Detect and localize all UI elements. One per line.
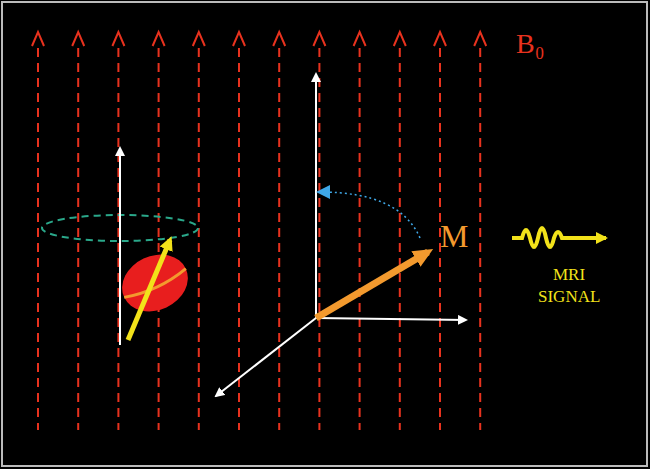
field-line xyxy=(318,48,320,430)
field-line xyxy=(359,48,361,430)
spin-axis xyxy=(119,148,121,345)
field-arrowhead xyxy=(474,32,486,46)
field-line xyxy=(117,48,119,430)
signal-label: MRI SIGNAL xyxy=(538,264,600,308)
field-line xyxy=(198,48,200,430)
field-arrowhead xyxy=(32,32,44,46)
field-arrowhead xyxy=(193,32,205,46)
field-arrowhead xyxy=(112,32,124,46)
signal-wave xyxy=(512,228,606,247)
z-axis xyxy=(315,74,317,318)
spin-vector xyxy=(128,240,170,340)
vector-label: M xyxy=(440,218,468,255)
magnetization-vector xyxy=(316,252,428,318)
field-arrowhead xyxy=(434,32,446,46)
field-arrowhead xyxy=(313,32,325,46)
field-arrowhead xyxy=(72,32,84,46)
proton xyxy=(113,244,197,322)
field-arrowhead xyxy=(394,32,406,46)
field-line xyxy=(399,48,401,430)
field-line xyxy=(479,48,481,430)
field-lines xyxy=(32,32,486,430)
field-arrowhead xyxy=(233,32,245,46)
field-arrowhead xyxy=(354,32,366,46)
field-line xyxy=(37,48,39,430)
relaxation-arc xyxy=(320,192,420,238)
field-arrowhead xyxy=(273,32,285,46)
field-line xyxy=(278,48,280,430)
field-arrowhead xyxy=(153,32,165,46)
field-line xyxy=(238,48,240,430)
y-axis xyxy=(216,318,316,396)
x-axis xyxy=(316,318,466,320)
field-label: B₀ xyxy=(516,28,544,60)
